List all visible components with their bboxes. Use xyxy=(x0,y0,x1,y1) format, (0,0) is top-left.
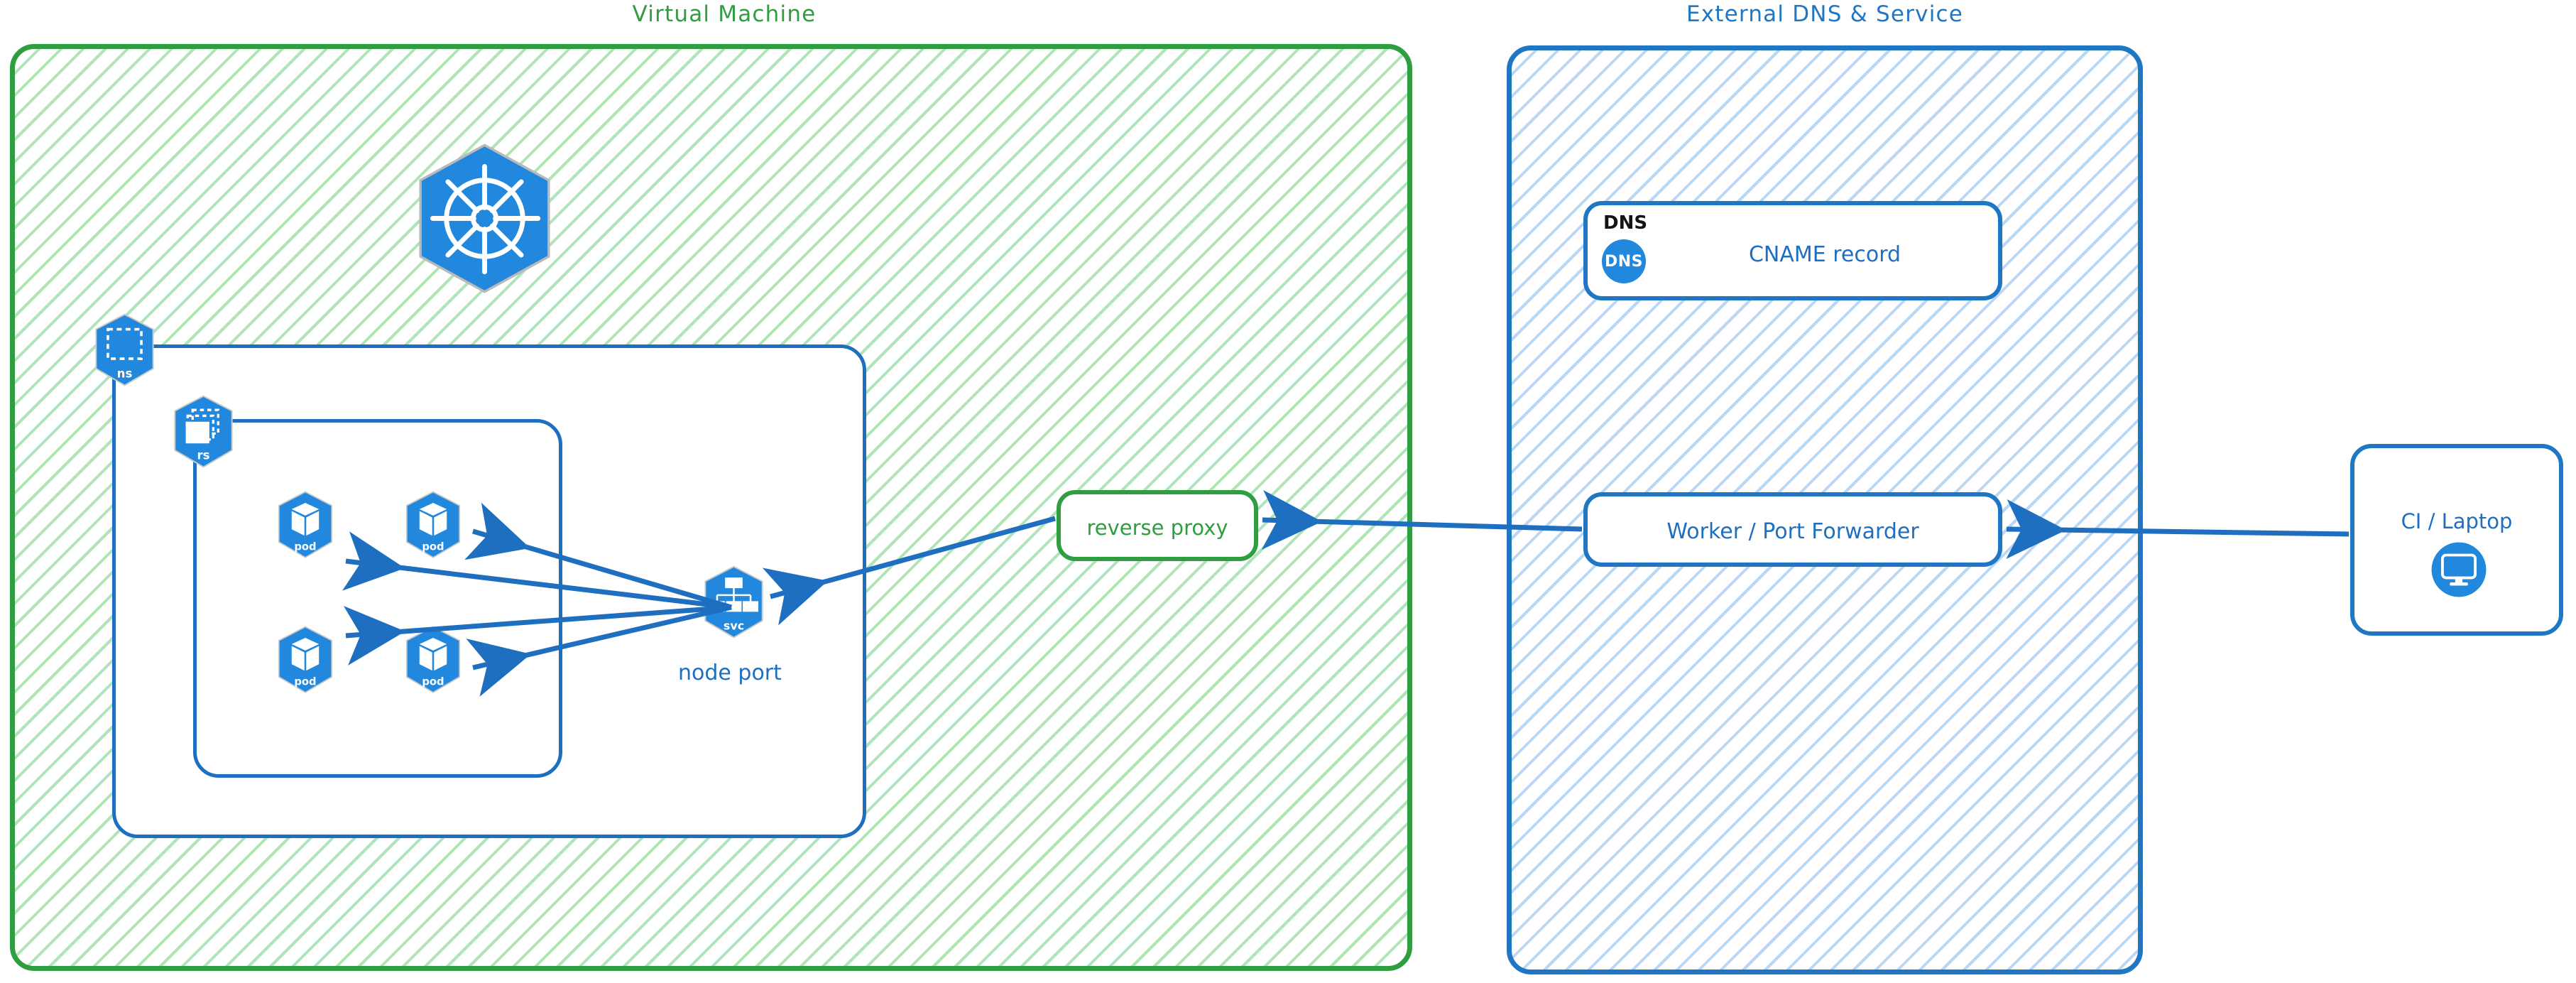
ci-laptop-label: CI / Laptop xyxy=(2401,509,2513,533)
dns-cname-card[interactable]: DNS DNS CNAME record xyxy=(1583,201,2002,300)
group-title-virtual-machine: Virtual Machine xyxy=(632,1,817,27)
reverse-proxy-box[interactable]: reverse proxy xyxy=(1057,490,1258,561)
svg-text:pod: pod xyxy=(294,541,316,553)
k8s-pod-icon-2: pod xyxy=(401,490,465,561)
worker-port-forwarder-box[interactable]: Worker / Port Forwarder xyxy=(1583,492,2002,567)
k8s-service-icon: svc xyxy=(699,565,768,641)
dns-cname-title: CNAME record xyxy=(1748,242,1901,267)
worker-port-forwarder-label: Worker / Port Forwarder xyxy=(1666,519,1919,544)
svg-text:rs: rs xyxy=(197,448,209,462)
svg-text:pod: pod xyxy=(294,676,316,688)
reverse-proxy-label: reverse proxy xyxy=(1086,516,1228,540)
k8s-pod-icon-1: pod xyxy=(273,490,337,561)
ci-laptop-box[interactable]: CI / Laptop xyxy=(2350,444,2563,636)
k8s-pod-icon-4: pod xyxy=(401,625,465,696)
group-title-external-dns-service: External DNS & Service xyxy=(1686,1,1964,27)
k8s-namespace-icon: ns xyxy=(90,313,159,389)
node-port-caption: node port xyxy=(678,661,782,685)
k8s-pod-icon-3: pod xyxy=(273,625,337,696)
svg-text:pod: pod xyxy=(422,676,444,688)
svg-text:svc: svc xyxy=(724,619,744,632)
kubernetes-logo-icon xyxy=(408,142,561,295)
dns-badge-icon: DNS xyxy=(1602,239,1646,283)
svg-text:pod: pod xyxy=(422,541,444,553)
dns-kind-label: DNS xyxy=(1603,212,1648,234)
k8s-replicaset-icon: rs xyxy=(169,394,238,471)
desktop-monitor-icon xyxy=(2430,541,2488,599)
svg-text:ns: ns xyxy=(117,366,133,380)
replicaset-container xyxy=(193,419,562,778)
